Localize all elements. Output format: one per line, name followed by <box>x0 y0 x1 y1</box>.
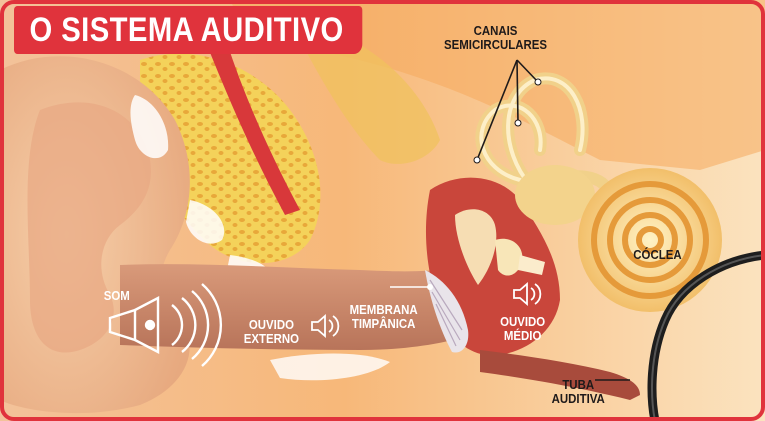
label-canais-semicirculares: CANAIS SEMICIRCULARES <box>444 24 547 52</box>
diagram-title: O SISTEMA AUDITIVO <box>14 6 363 54</box>
label-ouvido-medio: OUVIDO MÉDIO <box>500 315 545 343</box>
label-coclea: CÓCLEA <box>633 248 681 262</box>
label-ouvido-externo: OUVIDO EXTERNO <box>244 318 299 346</box>
cochlea <box>578 168 722 312</box>
label-tuba-auditiva: TUBA AUDITIVA <box>552 378 605 406</box>
label-membrana-timpanica: MEMBRANA TIMPÂNICA <box>350 303 418 331</box>
label-som: SOM <box>104 289 130 303</box>
